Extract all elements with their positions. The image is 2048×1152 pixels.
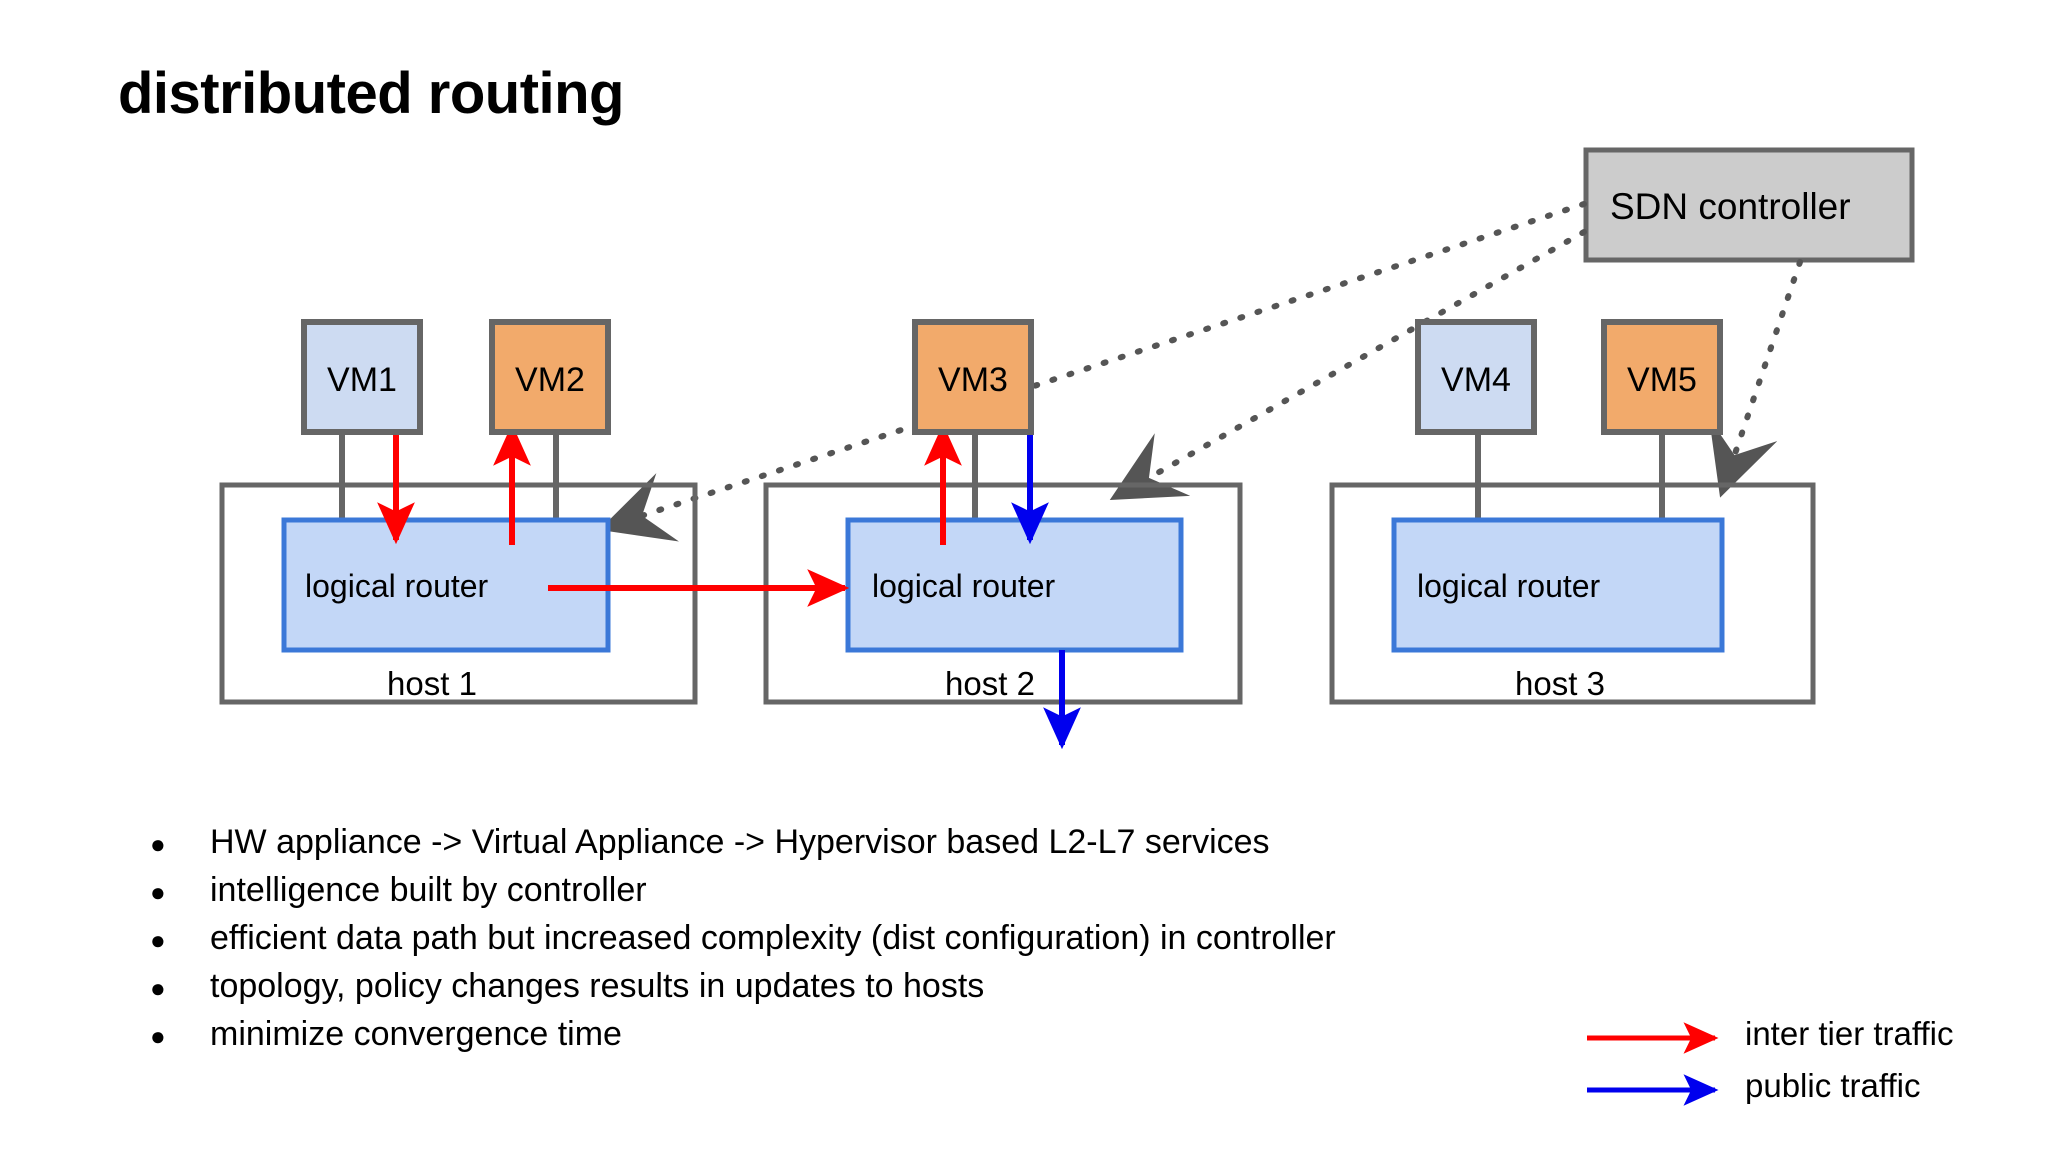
list-item: ● minimize convergence time (150, 1010, 1600, 1058)
vm-2-node[interactable]: VM2 (489, 319, 611, 435)
host-1-box (219, 482, 698, 705)
host-2-box (763, 482, 1243, 705)
bullet-list: ● HW appliance -> Virtual Appliance -> H… (150, 818, 1600, 1058)
vm-4-label: VM4 (1441, 361, 1511, 399)
list-item: ● HW appliance -> Virtual Appliance -> H… (150, 818, 1600, 866)
logical-router-3-box[interactable] (1391, 517, 1725, 653)
host-1-group[interactable]: host 1 logical router (219, 423, 698, 705)
vm-2-box (489, 319, 611, 435)
bullet-marker-icon: ● (150, 877, 166, 907)
logical-router-3-label: logical router (1417, 568, 1601, 604)
host-1-label: host 1 (387, 665, 477, 702)
logical-router-2-label: logical router (872, 568, 1056, 604)
legend-arrow-blue-icon (1587, 1074, 1719, 1106)
host-3-box (1329, 482, 1816, 705)
logical-router-1-label: logical router (305, 568, 489, 604)
vm-2-label: VM2 (515, 361, 585, 399)
sdn-controller-box (1583, 147, 1915, 263)
page-title: distributed routing (118, 61, 625, 126)
list-item: ● efficient data path but increased comp… (150, 914, 1600, 962)
legend-item-public: public traffic (1585, 1064, 2025, 1116)
host-3-group[interactable]: host 3 logical router (1329, 432, 1816, 705)
legend-label-inter-tier: inter tier traffic (1745, 1015, 1954, 1052)
bullet-marker-icon: ● (150, 925, 166, 955)
vm-3-node[interactable]: VM3 (912, 319, 1034, 435)
vm-1-node[interactable]: VM1 (301, 319, 423, 435)
vm-3-label: VM3 (938, 361, 1008, 399)
list-item: ● topology, policy changes results in up… (150, 962, 1600, 1010)
legend: inter tier traffic public traffic (1585, 1012, 2025, 1116)
sdn-controller-node[interactable]: SDN controller (1583, 147, 1915, 263)
sdn-controller-label: SDN controller (1610, 186, 1851, 227)
bullet-text: HW appliance -> Virtual Appliance -> Hyp… (210, 823, 1270, 861)
host-2-group[interactable]: host 2 logical router (548, 423, 1243, 750)
bullet-marker-icon: ● (150, 973, 166, 1003)
logical-router-2-box[interactable] (845, 517, 1184, 653)
vm-3-box (912, 319, 1034, 435)
bullet-marker-icon: ● (150, 829, 166, 859)
list-item: ● intelligence built by controller (150, 866, 1600, 914)
vm-5-box (1601, 319, 1723, 435)
vm-4-node[interactable]: VM4 (1415, 319, 1537, 435)
legend-item-inter-tier: inter tier traffic (1585, 1012, 2025, 1064)
control-link-host2 (1109, 229, 1587, 500)
vm-1-label: VM1 (327, 361, 397, 399)
vm-5-label: VM5 (1627, 361, 1697, 399)
bullet-text: topology, policy changes results in upda… (210, 967, 985, 1005)
control-link-host1 (599, 201, 1587, 542)
legend-label-public: public traffic (1745, 1067, 1921, 1104)
logical-router-1-box[interactable] (281, 517, 611, 653)
vm-1-box (301, 319, 423, 435)
bullet-text: minimize convergence time (210, 1015, 622, 1053)
bullet-text: efficient data path but increased comple… (210, 919, 1336, 957)
vm-5-node[interactable]: VM5 (1601, 319, 1723, 435)
bullet-text: intelligence built by controller (210, 871, 647, 909)
bullet-marker-icon: ● (150, 1021, 166, 1051)
control-plane-links (599, 201, 1803, 542)
host-2-label: host 2 (945, 665, 1035, 702)
control-link-host3 (1709, 259, 1803, 498)
legend-arrow-red-icon (1587, 1022, 1719, 1054)
host-3-label: host 3 (1515, 665, 1605, 702)
vm-4-box (1415, 319, 1537, 435)
